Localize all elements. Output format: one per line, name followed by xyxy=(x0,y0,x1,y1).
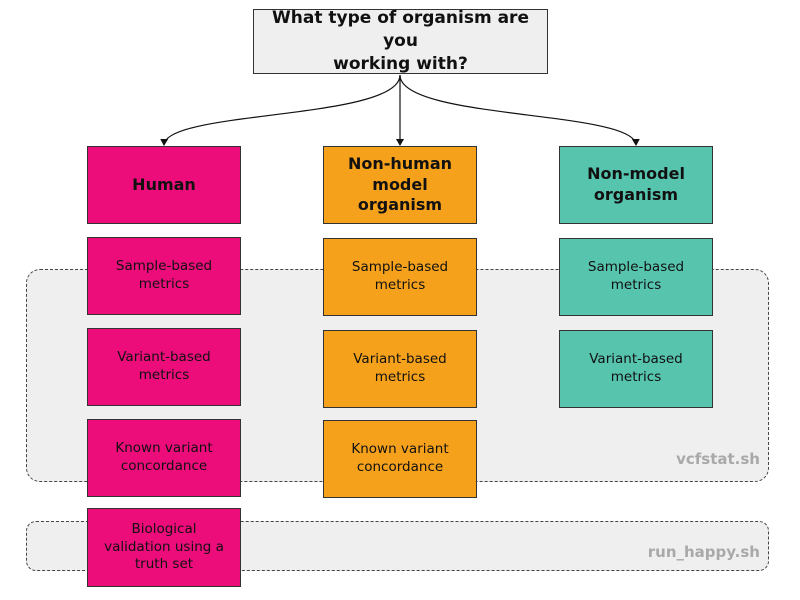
arrow-to-nonmodel xyxy=(399,74,640,146)
human-known-variant-box: Known variant concordance xyxy=(87,419,241,497)
human-variant-metrics-box: Variant-based metrics xyxy=(87,328,241,406)
nonhuman-known-variant-box: Known variant concordance xyxy=(323,420,477,498)
nonmodel-header-box: Non-model organism xyxy=(559,146,713,224)
human-header-box: Human xyxy=(87,146,241,224)
human-header-text: Human xyxy=(132,174,196,194)
question-box: What type of organism are you working wi… xyxy=(253,8,548,74)
vcfstat-group-label: vcfstat.sh xyxy=(676,450,760,468)
human-sample-metrics-box: Sample-based metrics xyxy=(87,237,241,315)
nonhuman-variant-metrics-box: Variant-based metrics xyxy=(323,330,477,408)
human-truth-set-box: Biological validation using a truth set xyxy=(87,508,241,587)
nonmodel-sample-metrics-box: Sample-based metrics xyxy=(559,238,713,316)
nonhuman-sample-metrics-box: Sample-based metrics xyxy=(323,238,477,316)
arrow-to-human xyxy=(160,74,401,146)
nonhuman-header-box: Non-human model organism xyxy=(323,146,477,224)
nonmodel-header-text: Non-model organism xyxy=(587,164,685,204)
run-happy-group-label: run_happy.sh xyxy=(647,543,760,561)
nonmodel-variant-metrics-box: Variant-based metrics xyxy=(559,330,713,408)
nonhuman-header-text: Non-human model organism xyxy=(347,153,453,215)
question-text: What type of organism are you working wi… xyxy=(272,8,529,74)
